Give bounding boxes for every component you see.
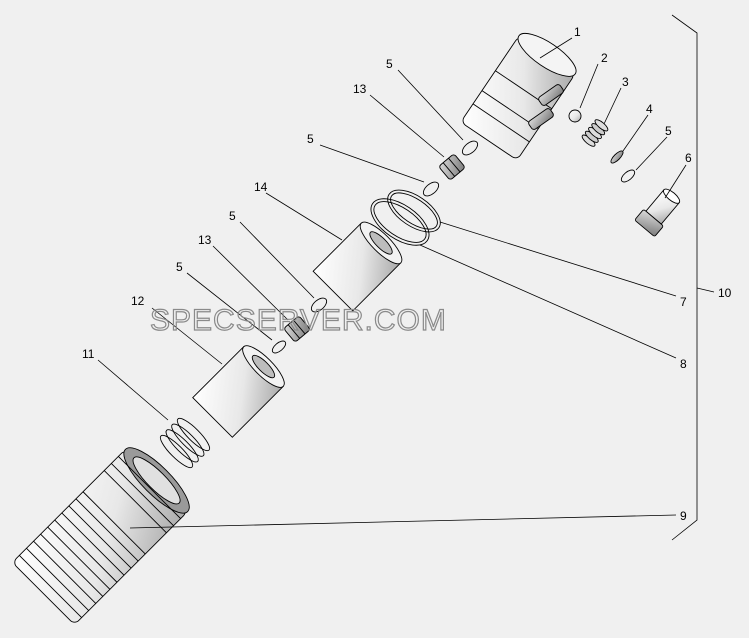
callout-6: 6	[685, 151, 692, 165]
callout-3: 3	[622, 75, 629, 89]
callout-5-right: 5	[665, 124, 672, 138]
callout-5-upper: 5	[386, 57, 393, 71]
part-8-o-ring	[370, 198, 430, 246]
part-14-sleeve	[312, 221, 403, 312]
callout-13-lower: 13	[198, 233, 212, 247]
part-9-body	[14, 447, 190, 623]
part-3-spring	[581, 119, 609, 147]
callout-5-mid: 5	[229, 209, 236, 223]
callout-4: 4	[646, 102, 653, 116]
part-13-nut-lower	[284, 316, 310, 342]
callout-14: 14	[254, 180, 268, 194]
callout-9: 9	[680, 509, 687, 523]
part-5-washer	[271, 340, 287, 354]
part-6-fitting	[634, 188, 681, 237]
part-2-ball	[568, 109, 582, 123]
callout-7: 7	[680, 295, 687, 309]
watermark: SPECSERVER.COM	[150, 304, 447, 337]
part-1-housing	[462, 32, 577, 159]
part-13-nut-upper	[439, 154, 465, 180]
callout-1: 1	[574, 25, 581, 39]
callout-10: 10	[718, 286, 732, 300]
part-7-o-ring	[390, 192, 438, 230]
assembly-10-bracket	[671, 14, 698, 541]
part-7-o-ring	[387, 189, 441, 233]
part-5-washer	[422, 181, 440, 197]
part-5-washer	[461, 140, 479, 156]
part-12-sleeve	[192, 345, 285, 438]
leader-lines	[97, 37, 687, 529]
callout-11: 11	[82, 347, 95, 361]
callout-2: 2	[601, 51, 608, 65]
part-11-spring	[159, 417, 211, 469]
callout-5-mid-upper: 5	[307, 132, 314, 146]
callout-12: 12	[131, 294, 145, 308]
callout-13-upper: 13	[353, 82, 367, 96]
callout-8: 8	[680, 357, 687, 371]
part-5-washer	[310, 297, 328, 313]
part-8-o-ring	[373, 201, 427, 243]
callout-5-lower: 5	[176, 260, 183, 274]
part-4-pin	[610, 150, 624, 164]
part-5-washer	[620, 169, 636, 183]
